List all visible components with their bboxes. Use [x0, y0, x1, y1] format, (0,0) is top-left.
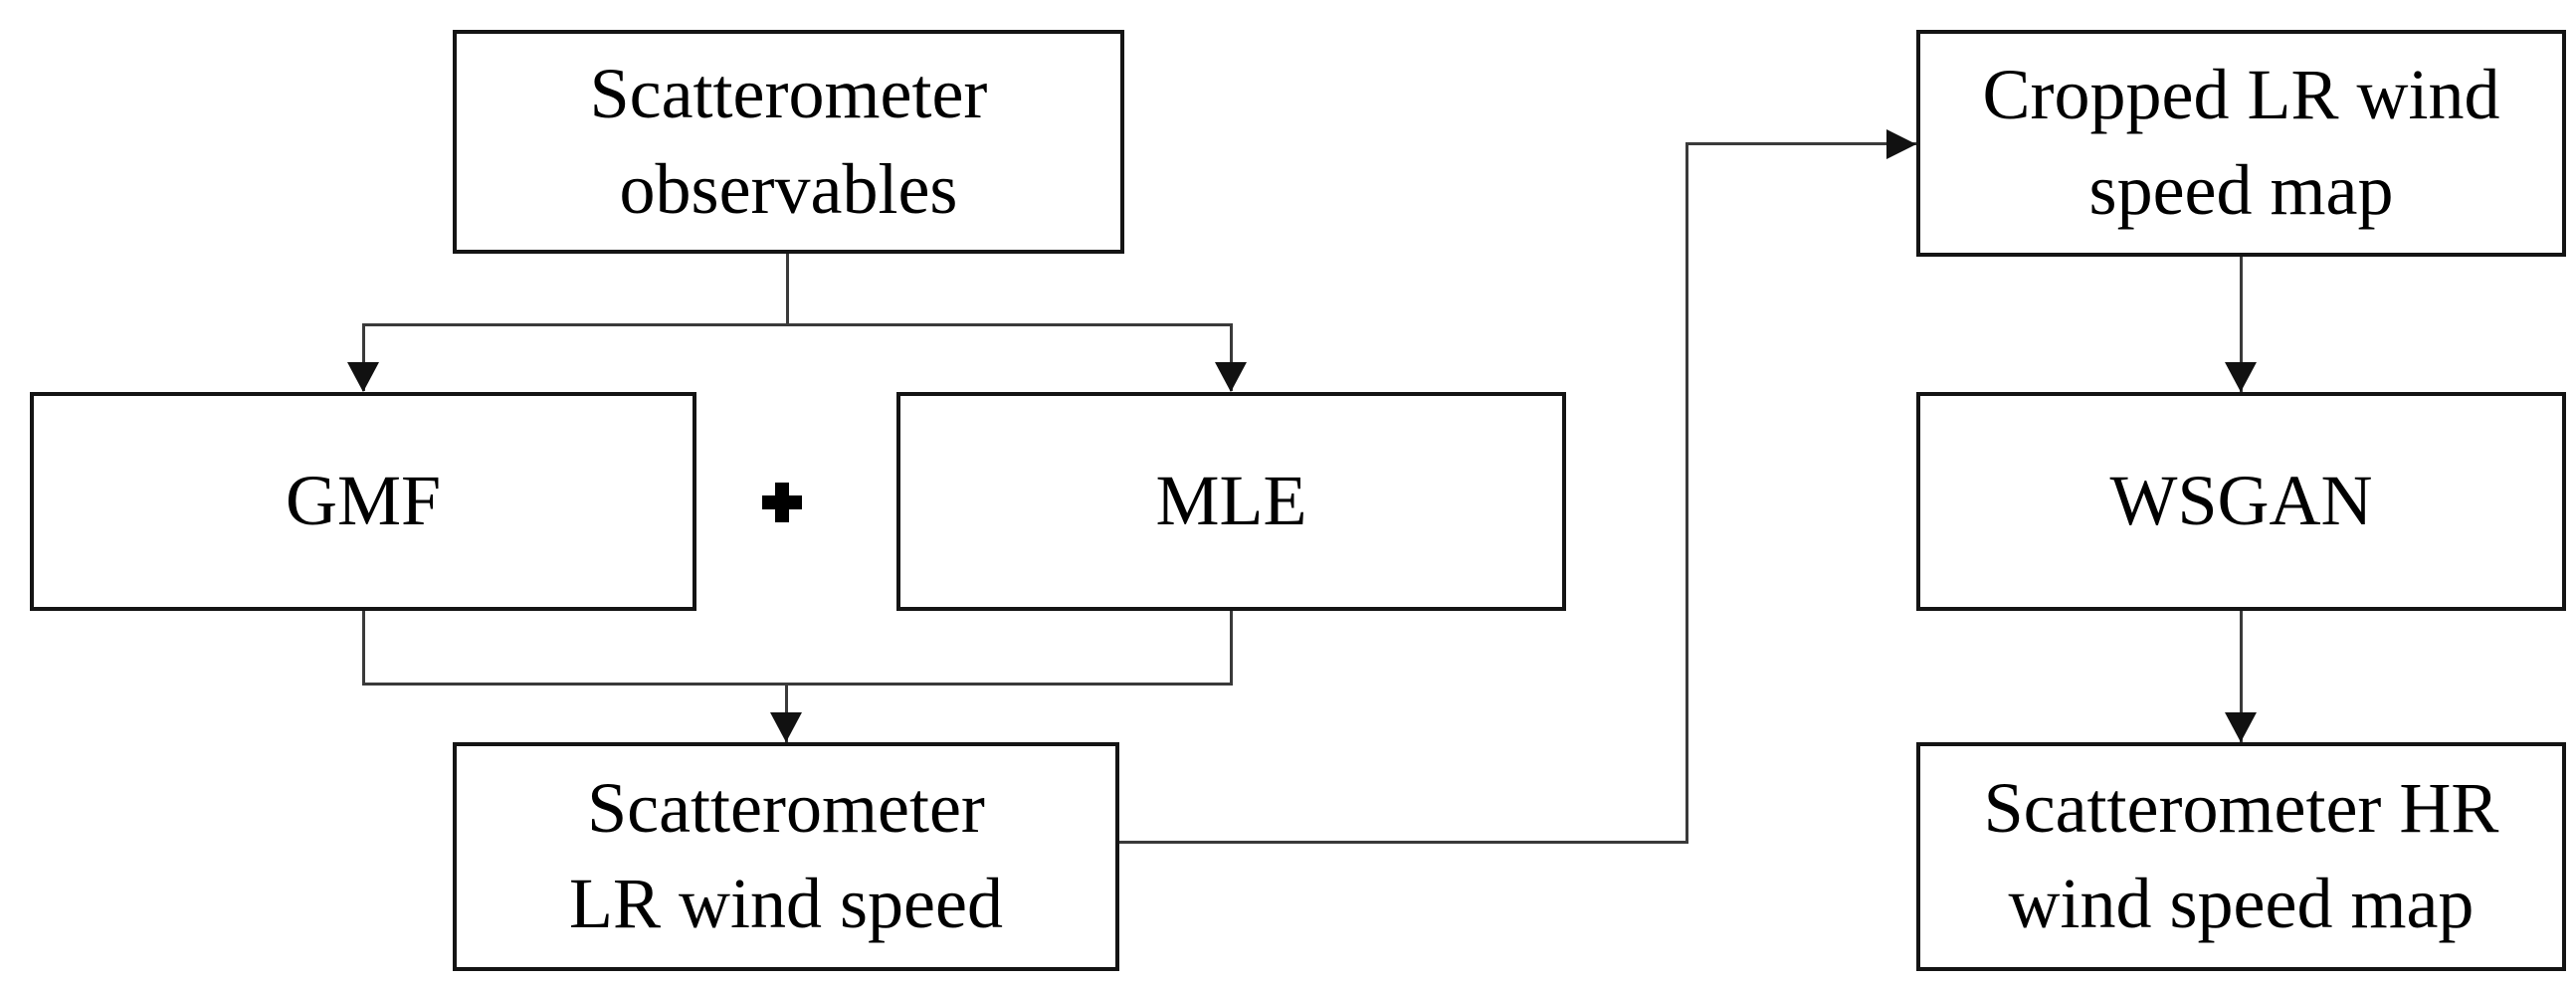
node-scatterometer-lr-wind-speed: Scatterometer LR wind speed [453, 742, 1119, 971]
node-label: GMF [285, 461, 442, 541]
arrowhead-into-cropped-map [1886, 129, 1916, 159]
edge-branch-horizontal [362, 323, 1233, 326]
edge-lr-to-riser-horizontal [1119, 841, 1688, 844]
plus-icon-vertical-bar [775, 483, 789, 522]
edge-gmf-down-stub [362, 611, 365, 684]
node-label: WSGAN [2109, 461, 2373, 541]
node-label: Cropped LR wind speed map [1982, 55, 2500, 230]
node-gmf: GMF [30, 392, 696, 611]
node-cropped-lr-wind-speed-map: Cropped LR wind speed map [1916, 30, 2566, 257]
node-label: Scatterometer observables [589, 53, 988, 229]
node-scatterometer-hr-wind-speed-map: Scatterometer HR wind speed map [1916, 742, 2566, 971]
edge-riser-to-cropped-horizontal [1685, 142, 1916, 145]
arrowhead-into-lr-wind-speed [770, 712, 802, 742]
node-label: Scatterometer LR wind speed [569, 768, 1003, 943]
node-label: MLE [1155, 461, 1307, 541]
plus-icon [762, 483, 802, 522]
node-mle: MLE [896, 392, 1566, 611]
edge-riser-vertical [1685, 142, 1688, 844]
node-wsgan: WSGAN [1916, 392, 2566, 611]
edge-cropped-to-wsgan [2240, 257, 2243, 392]
arrowhead-into-gmf [347, 362, 379, 392]
edge-branch-to-gmf [362, 323, 365, 391]
edge-branch-to-mle [1230, 323, 1233, 391]
edge-observables-stub [786, 254, 789, 325]
node-label: Scatterometer HR wind speed map [1983, 768, 2499, 943]
arrowhead-into-hr-map [2225, 712, 2257, 742]
arrowhead-into-wsgan [2225, 362, 2257, 392]
edge-wsgan-to-hr [2240, 611, 2243, 742]
edge-join-horizontal [362, 683, 1233, 686]
node-scatterometer-observables: Scatterometer observables [453, 30, 1124, 254]
edge-mle-down-stub [1230, 611, 1233, 684]
arrowhead-into-mle [1215, 362, 1247, 392]
